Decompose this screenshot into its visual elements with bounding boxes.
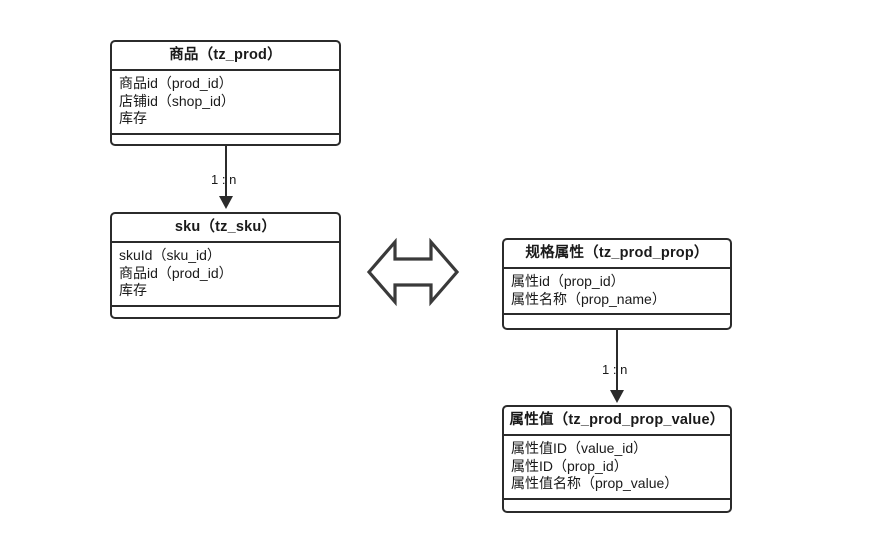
attribute-row: 库存 [119, 282, 147, 298]
connector-arrowhead-prod-to-sku [219, 196, 233, 209]
entity-title-sku: sku（tz_sku） [112, 214, 339, 243]
entity-box-prod[interactable]: 商品（tz_prod） 商品id（prod_id） 店铺id（shop_id） … [110, 40, 341, 146]
connector-label-prop-to-prop-value: 1 : n [602, 362, 628, 377]
entity-box-prop[interactable]: 规格属性（tz_prod_prop） 属性id（prop_id） 属性名称（pr… [502, 238, 732, 330]
entity-attributes-prod: 商品id（prod_id） 店铺id（shop_id） 库存 [112, 71, 339, 135]
entity-title-prop-value: 属性值（tz_prod_prop_value） [504, 407, 730, 436]
connector-arrowhead-prop-to-prop-value [610, 390, 624, 403]
connector-line-prop-to-prop-value [616, 330, 618, 390]
attribute-row: skuId（sku_id） [119, 247, 221, 263]
attribute-row: 库存 [119, 110, 147, 126]
entity-attributes-prop: 属性id（prop_id） 属性名称（prop_name） [504, 269, 730, 315]
entity-box-sku[interactable]: sku（tz_sku） skuId（sku_id） 商品id（prod_id） … [110, 212, 341, 319]
entity-box-prop-value[interactable]: 属性值（tz_prod_prop_value） 属性值ID（value_id） … [502, 405, 732, 513]
attribute-row: 属性值ID（value_id） [511, 440, 648, 456]
entity-title-prop: 规格属性（tz_prod_prop） [504, 240, 730, 269]
entity-title-prod: 商品（tz_prod） [112, 42, 339, 71]
attribute-row: 商品id（prod_id） [119, 75, 233, 91]
attribute-row: 商品id（prod_id） [119, 264, 233, 281]
entity-attributes-prop-value: 属性值ID（value_id） 属性ID（prop_id） 属性值名称（prop… [504, 436, 730, 500]
entity-attributes-sku: skuId（sku_id） 商品id（prod_id） 库存 [112, 243, 339, 307]
double-headed-arrow-icon [366, 236, 460, 308]
attribute-row: 属性名称（prop_name） [511, 290, 666, 307]
attribute-row: 属性ID（prop_id） [511, 457, 628, 474]
attribute-row: 属性id（prop_id） [511, 273, 625, 289]
connector-label-prod-to-sku: 1 : n [211, 172, 237, 187]
attribute-row: 店铺id（shop_id） [119, 92, 235, 109]
connector-line-prod-to-sku [225, 146, 227, 196]
attribute-row: 属性值名称（prop_value） [511, 475, 679, 491]
